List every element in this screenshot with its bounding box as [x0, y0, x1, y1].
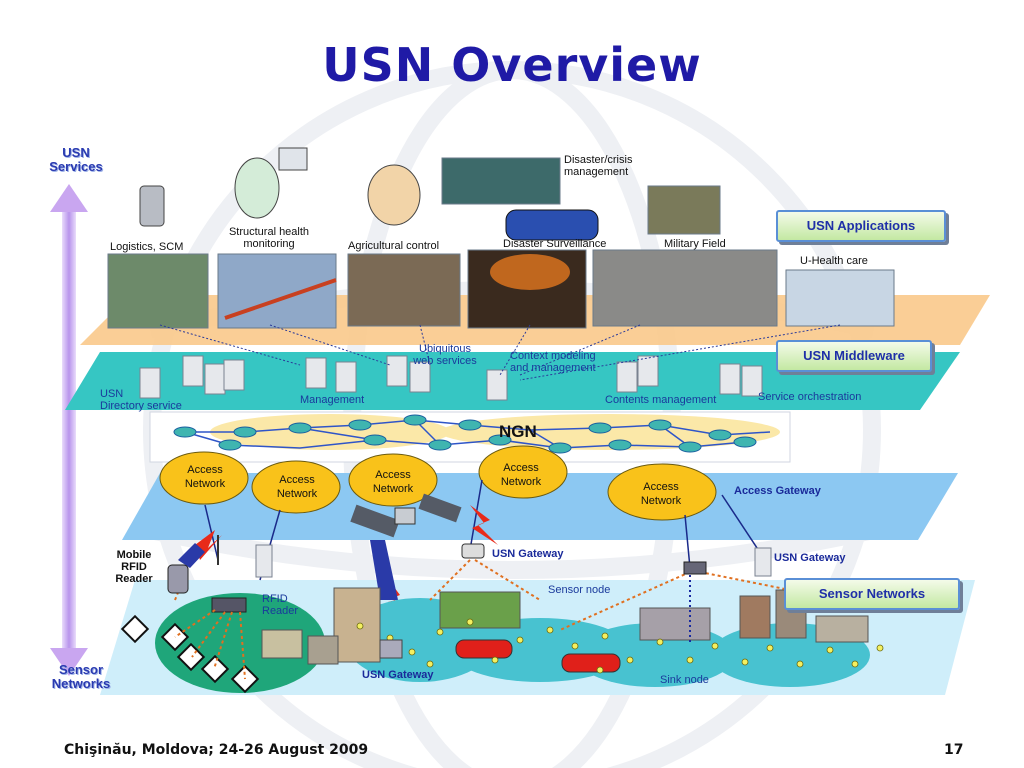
label-usn-gateway-3: USN Gateway — [362, 669, 434, 681]
label-contents: Contents management — [605, 394, 717, 406]
access-cloud-1 — [159, 451, 249, 505]
sensor-networks-box: Sensor Networks — [784, 578, 960, 610]
ngn-label: NGN — [499, 422, 537, 441]
label-ubiquitous: Ubiquitous web services — [413, 343, 477, 367]
axis-bottom-label: Sensor Networks — [51, 662, 111, 691]
access-network-label-3: Access Network — [372, 469, 414, 495]
vertical-axis-arrow — [50, 184, 88, 676]
label-usn-gateway-1: USN Gateway — [492, 548, 564, 560]
slide-title: USN Overview — [322, 38, 702, 92]
label-uhealth: U-Health care — [800, 255, 868, 267]
label-usn-gateway-2: USN Gateway — [774, 552, 846, 564]
access-cloud-4 — [478, 445, 568, 499]
footer-location: Chişinău, Moldova; 24-26 August 2009 — [64, 742, 369, 758]
label-disaster-surveillance: Disaster Surveillance — [503, 238, 607, 250]
label-sensor-node: Sensor node — [548, 584, 611, 596]
usn-applications-box: USN Applications — [776, 210, 946, 242]
label-orchestration: Service orchestration — [758, 391, 862, 403]
label-structural: Structural health monitoring — [228, 226, 310, 250]
access-cloud-3 — [348, 453, 438, 507]
label-agricultural: Agricultural control — [348, 240, 440, 252]
label-directory-service: USN Directory service — [100, 388, 182, 412]
access-cloud-2 — [251, 460, 341, 514]
label-logistics: Logistics, SCM — [110, 241, 184, 253]
label-disaster-crisis: Disaster/crisis management — [564, 154, 633, 178]
access-network-label-4: Access Network — [500, 462, 542, 488]
usn-middleware-box: USN Middleware — [776, 340, 932, 372]
label-military: Military Field — [664, 238, 726, 250]
label-rfid-reader: RFID Reader — [262, 593, 299, 617]
label-access-gateway: Access Gateway — [734, 485, 821, 497]
rfid-area — [155, 593, 325, 693]
access-network-label-5: Access Network — [640, 481, 682, 507]
label-mobile-rfid: Mobile RFID Reader — [115, 549, 153, 585]
page-number: 17 — [944, 742, 964, 758]
access-network-label-1: Access Network — [184, 464, 226, 490]
label-context: Context modeling and management — [510, 350, 596, 374]
access-cloud-5 — [607, 463, 717, 521]
access-network-label-2: Access Network — [276, 474, 318, 500]
axis-top-label: USN Services — [49, 145, 103, 174]
label-management: Management — [300, 394, 365, 406]
label-sink-node: Sink node — [660, 674, 709, 686]
